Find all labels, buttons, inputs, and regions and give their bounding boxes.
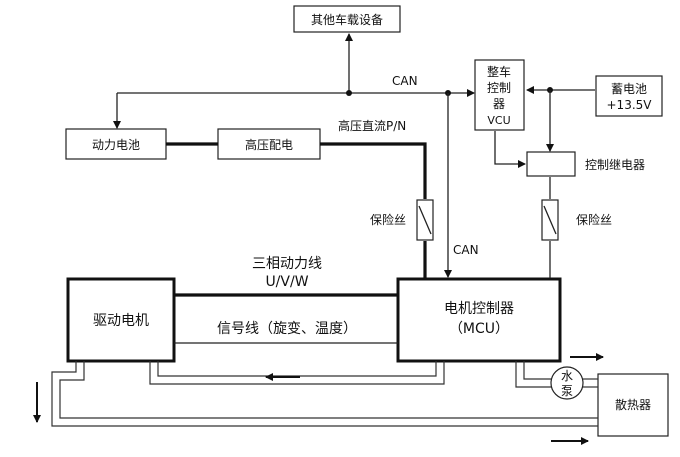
radiator-box xyxy=(597,373,669,437)
coolant-motor-left-a xyxy=(51,361,77,400)
radiator-label: 散热器 xyxy=(615,397,651,412)
water-pump-icon xyxy=(550,366,584,400)
mcu-label-2: （MCU） xyxy=(449,321,509,337)
aux-battery-label-1: 蓄电池 xyxy=(611,82,647,96)
three-phase-label-1: 三相动力线 xyxy=(252,256,322,272)
vcu-label-2: 控制 xyxy=(487,81,511,95)
fuse-right-slash xyxy=(543,205,557,235)
power-battery-box xyxy=(65,128,167,160)
fuse-right-label: 保险丝 xyxy=(576,212,612,227)
pump-label-2: 泵 xyxy=(561,384,573,398)
can-vertical-label: CAN xyxy=(453,243,479,257)
can-top-label: CAN xyxy=(392,74,418,88)
vcu-label-3: 器 xyxy=(493,97,505,111)
hv-dc-line xyxy=(320,142,427,199)
relay-label: 控制继电器 xyxy=(585,158,645,172)
coolant-mcu-pump-b xyxy=(523,361,551,380)
aux-battery-label-2: +13.5V xyxy=(607,98,653,112)
coolant-mid-b xyxy=(157,361,437,377)
mcu-box xyxy=(396,277,562,363)
drive-motor-label: 驱动电机 xyxy=(93,313,149,329)
coolant-motor-left-b xyxy=(59,361,85,400)
drive-motor-box xyxy=(66,277,176,363)
signal-line-label: 信号线（旋变、温度） xyxy=(217,321,357,337)
other-devices-label: 其他车载设备 xyxy=(311,12,383,27)
pump-label-1: 水 xyxy=(561,369,573,383)
hv-distribution-box xyxy=(217,128,321,160)
other-devices-box xyxy=(293,5,401,33)
vcu-label-4: VCU xyxy=(487,114,510,127)
fuse-left-slash xyxy=(418,205,432,235)
coolant-return-a xyxy=(51,400,598,427)
aux-battery-box xyxy=(595,75,663,117)
mcu-label-1: 电机控制器 xyxy=(444,301,514,317)
can-junction-1 xyxy=(346,90,352,96)
vcu-to-relay xyxy=(494,131,526,168)
power-battery-label: 动力电池 xyxy=(92,138,140,152)
coolant-return-b xyxy=(59,400,598,419)
hv-distribution-label: 高压配电 xyxy=(245,137,293,152)
relay-box xyxy=(526,151,576,177)
vcu-box xyxy=(474,59,525,131)
vcu-label-1: 整车 xyxy=(487,64,511,79)
fuse-left-label: 保险丝 xyxy=(370,212,406,227)
coolant-mcu-pump-a xyxy=(515,361,551,388)
hv-dc-label: 高压直流P/N xyxy=(338,118,406,133)
coolant-mid-a xyxy=(149,361,445,385)
three-phase-label-2: U/V/W xyxy=(265,274,308,290)
